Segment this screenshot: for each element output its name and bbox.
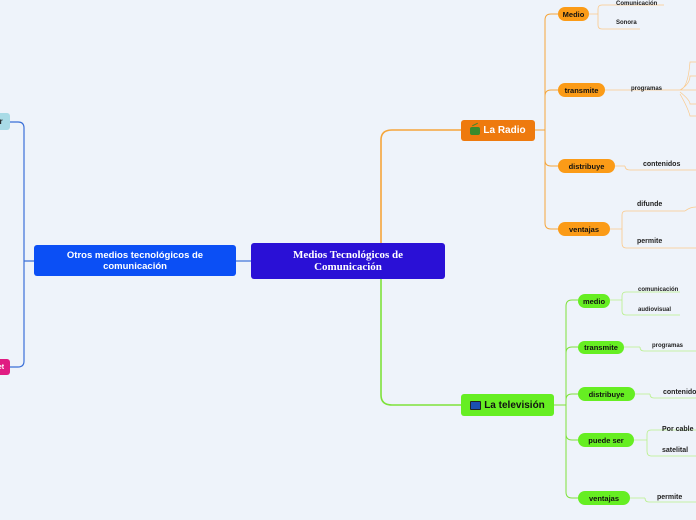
tv-icon (470, 400, 482, 410)
left-node-partial-top[interactable]: r (0, 113, 10, 130)
radio-comunicacion-text: Comunicación (616, 1, 658, 7)
tv-por-cable-text: Por cable (662, 426, 694, 433)
tv-permite-text: permite (657, 494, 683, 501)
tv-distribuye-node[interactable]: distribuye (578, 387, 635, 401)
tv-ventajas-node[interactable]: ventajas (578, 491, 630, 505)
tv-satelital-text: satelital (662, 447, 689, 454)
left-node-partial-bottom[interactable]: et (0, 359, 10, 375)
radio-distribuye-node[interactable]: distribuye (558, 159, 615, 173)
left-node-partial-bottom-label: et (0, 363, 5, 371)
otros-medios-node[interactable]: Otros medios tecnológicos de comunicació… (34, 245, 236, 276)
tv-comunicacion-text: comunicación (638, 287, 679, 293)
left-node-partial-top-label: r (0, 117, 3, 126)
radio-icon (470, 126, 481, 135)
otros-medios-label: Otros medios tecnológicos de comunicació… (66, 249, 204, 272)
tv-transmite-node[interactable]: transmite (578, 341, 624, 354)
radio-transmite-node[interactable]: transmite (558, 83, 605, 97)
radio-title: La Radio (483, 125, 526, 136)
tv-puede-ser-label: puede ser (588, 435, 624, 445)
tv-medio-node[interactable]: medio (578, 294, 610, 308)
tv-puede-ser-node[interactable]: puede ser (578, 433, 634, 447)
tv-title: La televisión (484, 399, 545, 411)
tv-node[interactable]: La televisión (461, 394, 554, 416)
tv-distribuye-label: distribuye (588, 389, 625, 399)
radio-distribuye-label: distribuye (568, 161, 605, 171)
tv-programas-text: programas (652, 343, 684, 349)
radio-transmite-label: transmite (564, 85, 599, 95)
tv-contenidos-text: contenidos (663, 389, 696, 396)
tv-audiovisual-text: audiovisual (638, 307, 672, 313)
radio-medio-label: Medio (562, 9, 585, 19)
radio-ventajas-node[interactable]: ventajas (558, 222, 610, 236)
central-topic[interactable]: Medios Tecnológicos de Comunicación (251, 243, 445, 279)
radio-node[interactable]: La Radio (461, 120, 535, 141)
tv-ventajas-label: ventajas (588, 493, 620, 503)
radio-ventajas-label: ventajas (568, 224, 600, 234)
radio-sonora-text: Sonora (616, 20, 637, 26)
radio-contenidos-text: contenidos (643, 161, 681, 168)
central-topic-label: Medios Tecnológicos de Comunicación (292, 249, 403, 273)
tv-medio-label: medio (582, 296, 606, 306)
radio-programas-text: programas (631, 86, 663, 92)
tv-transmite-label: transmite (584, 343, 618, 352)
radio-difunde-text: difunde (637, 201, 663, 208)
radio-permite-text: permite (637, 238, 663, 245)
radio-medio-node[interactable]: Medio (558, 7, 589, 21)
